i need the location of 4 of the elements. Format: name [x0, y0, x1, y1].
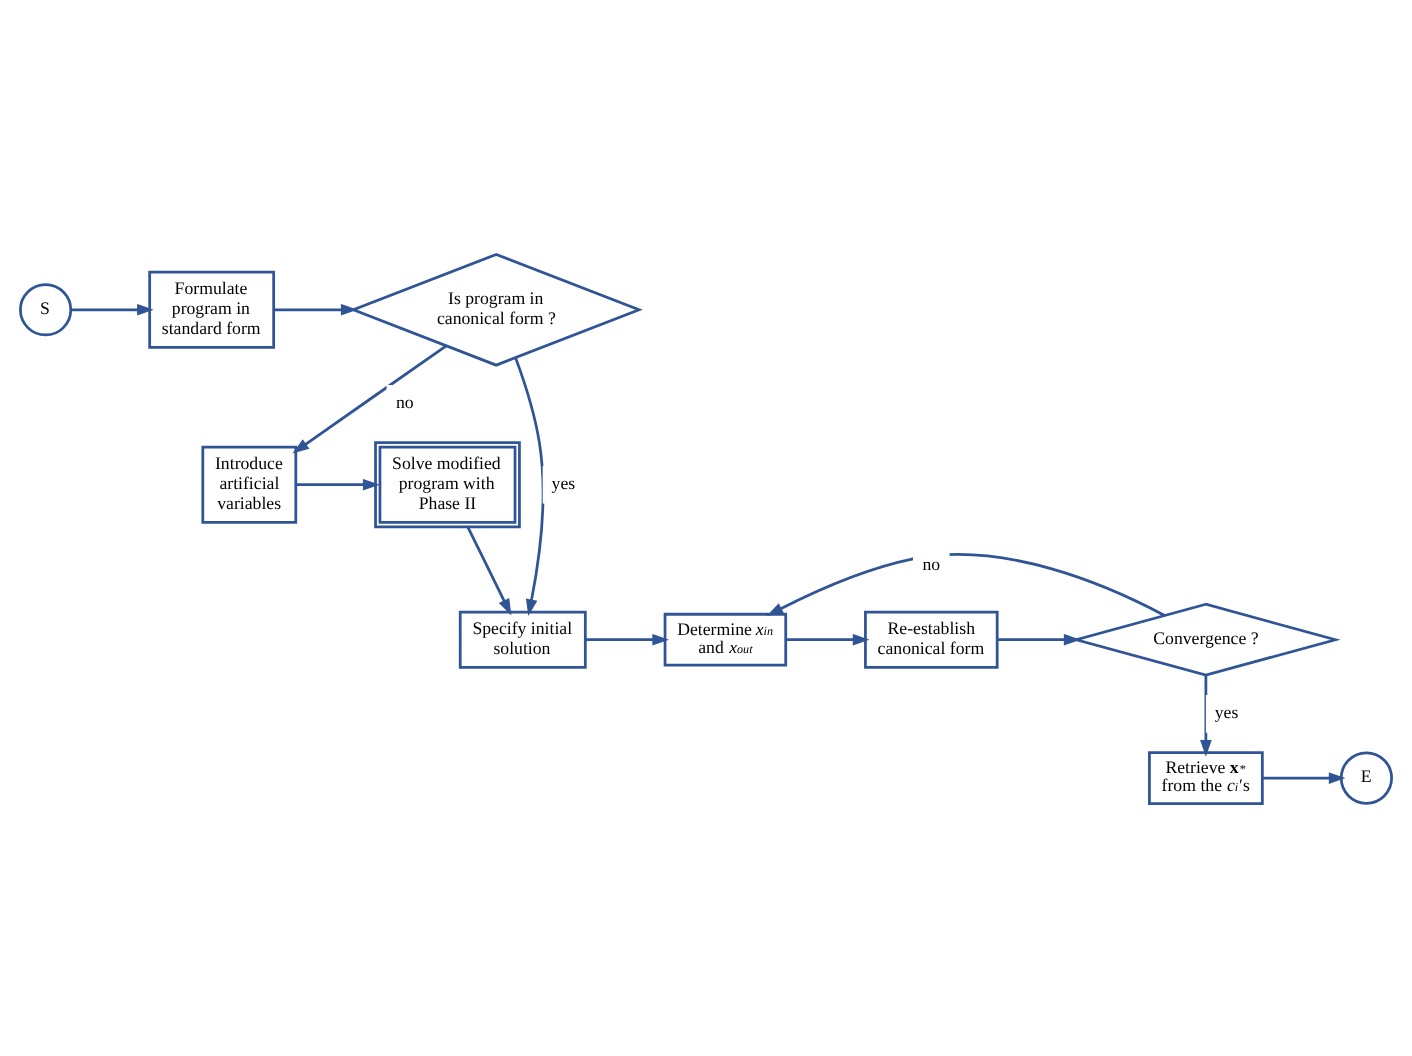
edge-label: yes	[551, 471, 576, 492]
edge-label: yes	[1214, 701, 1239, 722]
edge-label: no	[396, 391, 414, 412]
edge-label: no	[922, 552, 941, 573]
